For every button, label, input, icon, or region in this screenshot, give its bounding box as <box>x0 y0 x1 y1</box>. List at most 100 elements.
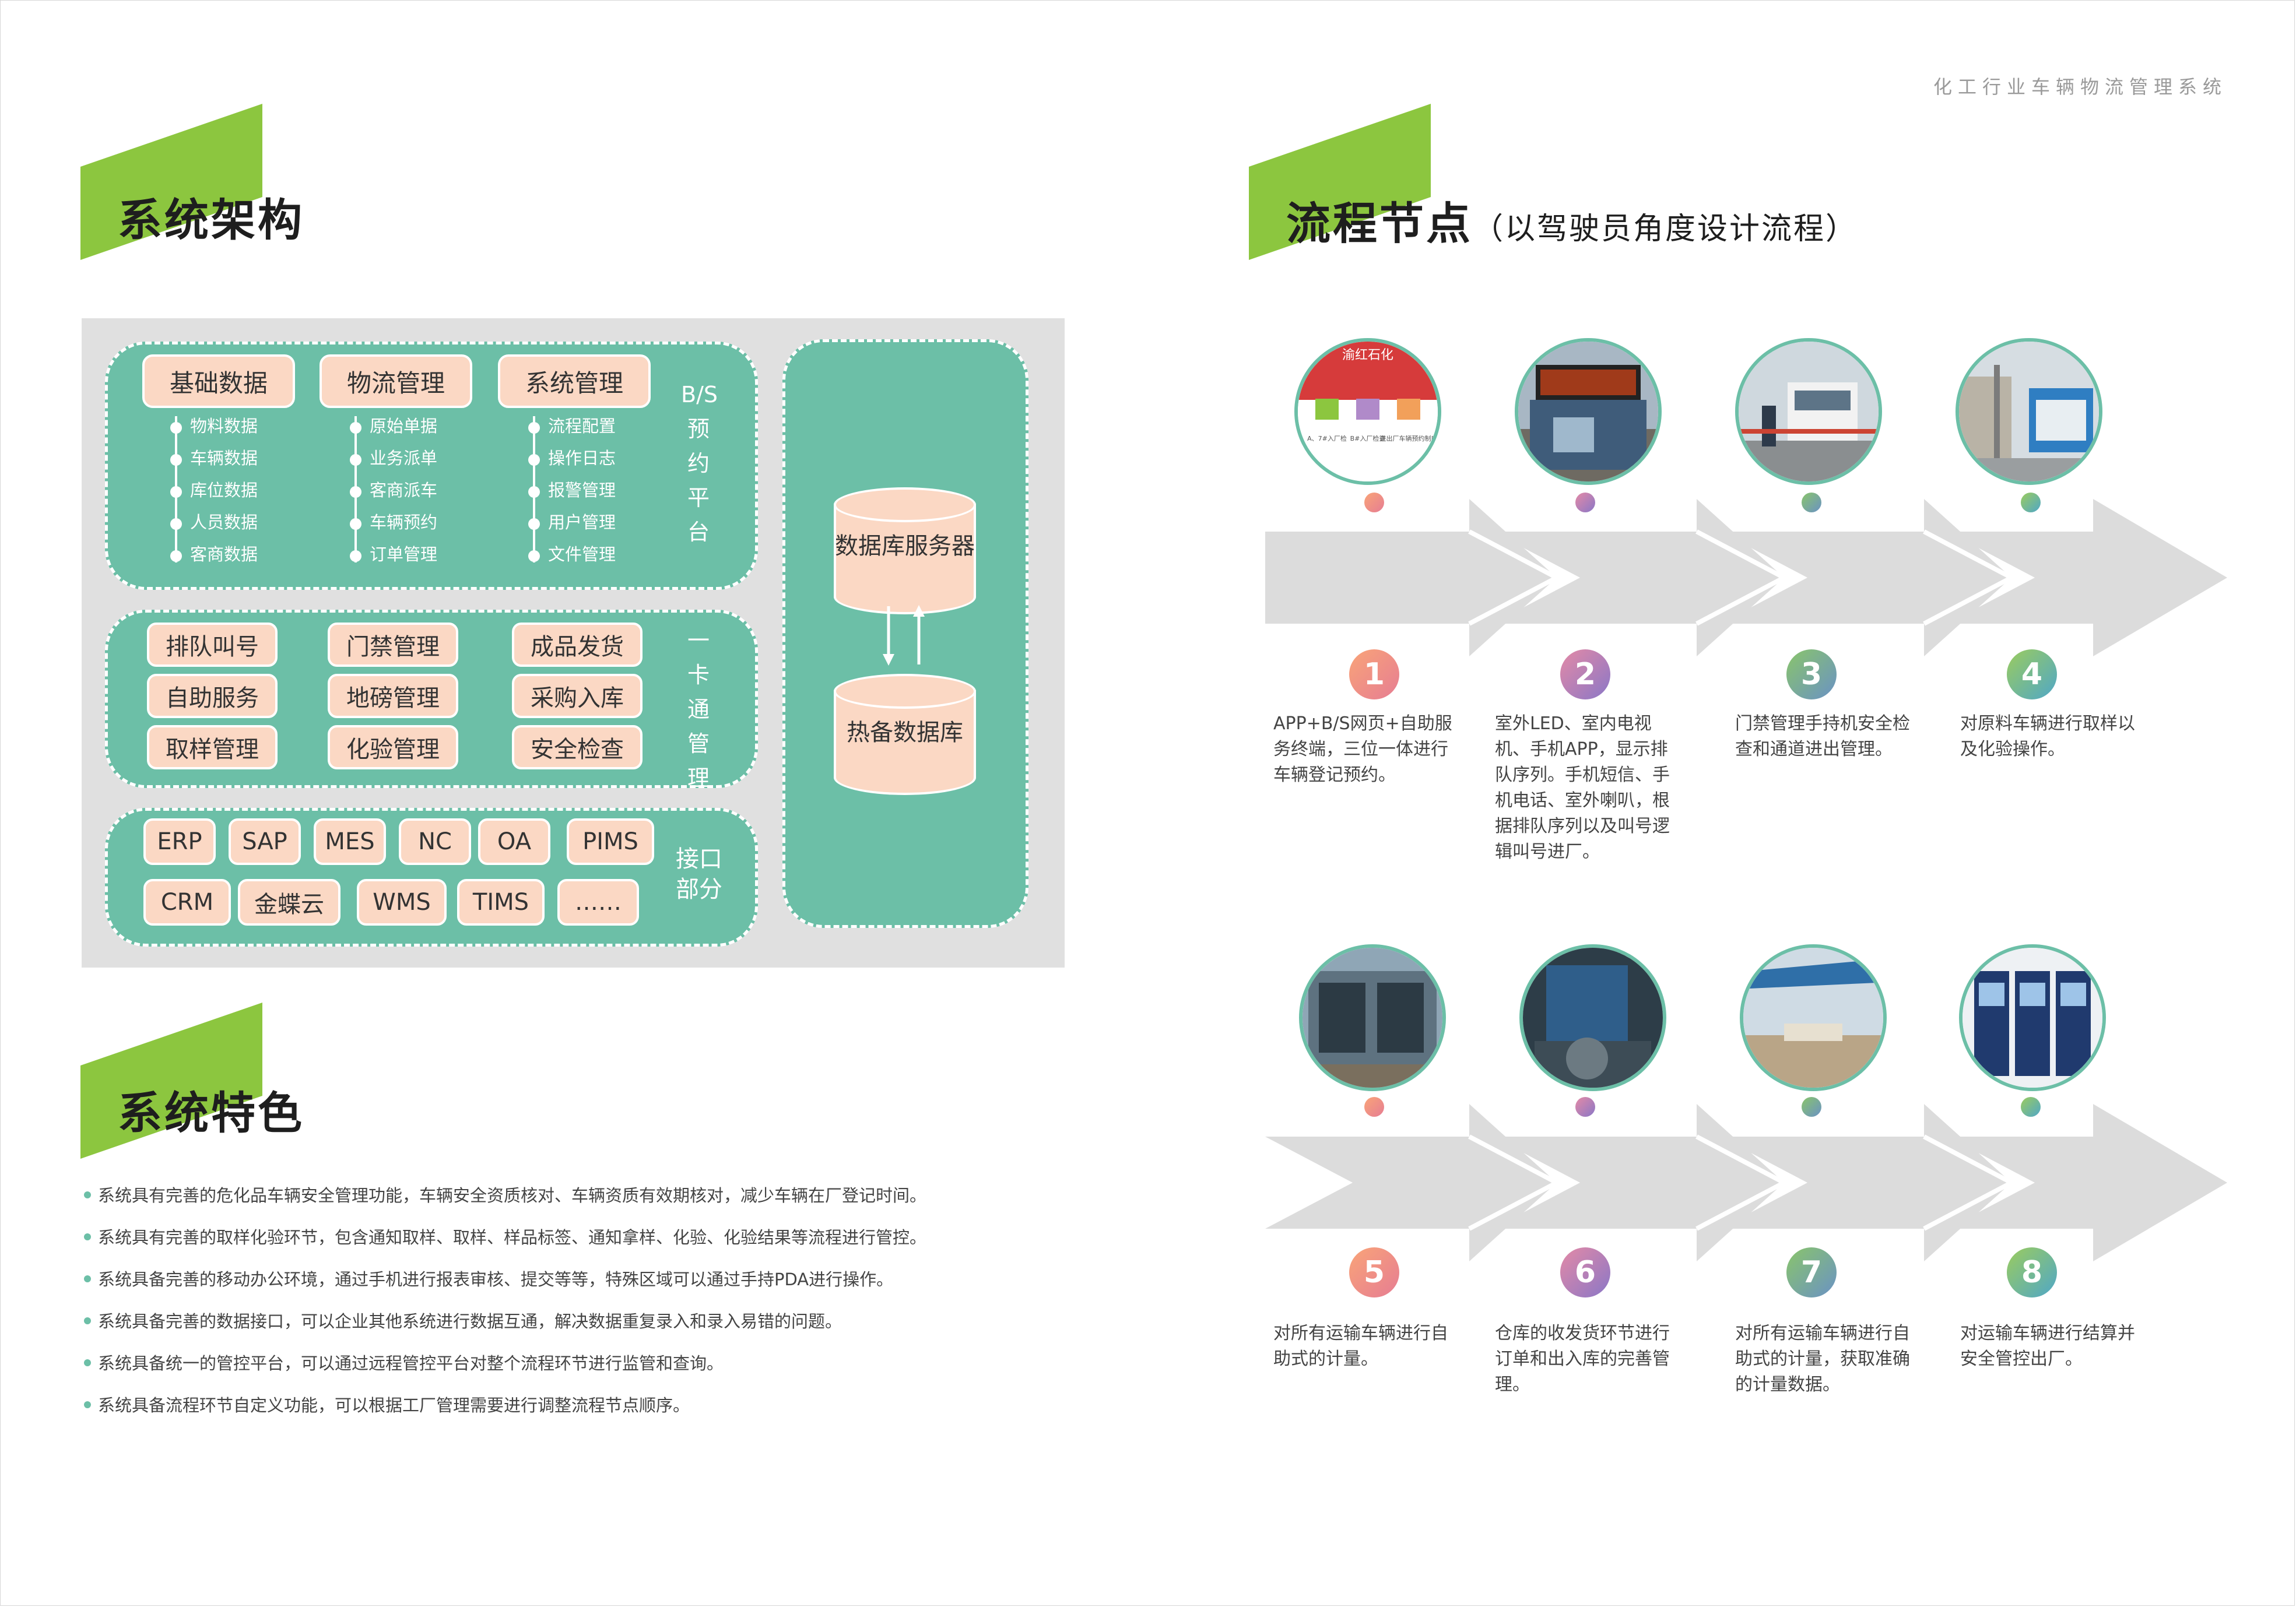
list-item: 物料数据 <box>170 410 258 442</box>
app-brand-text: 渝红石化 <box>1342 348 1393 363</box>
card-item-lab-test: 化验管理 <box>328 725 458 769</box>
step-1-photo: 渝红石化 A、7#入厂检 B#入厂检查 进出厂车辆预约制度 <box>1294 338 1441 485</box>
interface-more: …… <box>557 879 639 926</box>
interface-oa: OA <box>478 818 550 865</box>
brand-tag: 化工行业车辆物流管理系统 <box>1933 76 2227 98</box>
process-arrow-chain-row1 <box>1265 499 2227 656</box>
list-item: 库位数据 <box>170 474 258 507</box>
process-title: 流程节点（以驾驶员角度设计流程） <box>1286 198 1858 249</box>
list-item: 原始单据 <box>350 410 437 442</box>
logistics-list: 原始单据 业务派单 客商派车 车辆预约 订单管理 <box>350 410 437 571</box>
list-item: 车辆预约 <box>350 507 437 539</box>
list-item: 操作日志 <box>528 442 616 474</box>
architecture-title: 系统架构 <box>118 194 304 246</box>
backup-database-cylinder: 热备数据库 <box>834 674 976 795</box>
interface-mes: MES <box>314 818 386 865</box>
vertical-label-char: 通 <box>687 697 710 722</box>
step-8-description: 对运输车辆进行结算并安全管控出厂。 <box>1960 1323 2135 1369</box>
list-item: 流程配置 <box>528 410 616 442</box>
database-server-cylinder: 数据库服务器 <box>834 487 976 614</box>
step-8-dot <box>2021 1097 2041 1117</box>
step-5-badge: 5 <box>1349 1247 1399 1297</box>
card-item-weighbridge: 地磅管理 <box>328 674 458 718</box>
interface-sap: SAP <box>229 818 301 865</box>
basic-data-list: 物料数据 车辆数据 库位数据 人员数据 客商数据 <box>170 410 258 571</box>
card-item-queue-call: 排队叫号 <box>147 623 278 667</box>
step-6-badge: 6 <box>1560 1247 1610 1297</box>
step-4-photo <box>1956 338 2102 485</box>
step-6-dot <box>1575 1097 1595 1117</box>
interfaces-label: 接口部分 <box>667 844 731 905</box>
step-3-photo <box>1735 338 1882 485</box>
step-1-badge: 1 <box>1349 649 1399 699</box>
feature-item: 系统具备统一的管控平台，可以通过远程管控平台对整个流程环节进行监管和查询。 <box>84 1349 724 1378</box>
app-icon-label: B#入厂检查 <box>1350 434 1386 442</box>
vertical-label-char: 台 <box>687 519 710 545</box>
interface-erp: ERP <box>143 818 216 865</box>
card-item-self-service: 自助服务 <box>147 674 278 718</box>
interface-pims: PIMS <box>567 818 654 865</box>
step-7-photo <box>1740 944 1887 1091</box>
card-item-product-shipping: 成品发货 <box>512 623 643 667</box>
database-server-label: 数据库服务器 <box>835 533 975 560</box>
list-item: 文件管理 <box>528 539 616 571</box>
card-item-sampling: 取样管理 <box>147 725 278 769</box>
step-5-dot <box>1364 1097 1384 1117</box>
feature-item: 系统具备流程环节自定义功能，可以根据工厂管理需要进行调整流程节点顺序。 <box>84 1391 690 1420</box>
step-2-dot <box>1575 493 1595 512</box>
step-7-description: 对所有运输车辆进行自助式的计量，获取准确的计量数据。 <box>1735 1323 1910 1395</box>
list-item: 客商派车 <box>350 474 437 507</box>
step-1-description: APP+B/S网页+自助服务终端，三位一体进行车辆登记预约。 <box>1273 713 1452 785</box>
backup-database-label: 热备数据库 <box>847 719 963 746</box>
app-icon-label: A、7#入厂检 <box>1307 434 1347 442</box>
interface-crm: CRM <box>143 879 231 926</box>
list-item: 车辆数据 <box>170 442 258 474</box>
vertical-label-char: 约 <box>687 451 710 476</box>
interface-kingdee: 金蝶云 <box>238 879 340 926</box>
group-header-logistics: 物流管理 <box>320 354 472 408</box>
vertical-label-char: 理 <box>687 765 710 791</box>
card-item-access-control: 门禁管理 <box>328 623 458 667</box>
features-title: 系统特色 <box>118 1087 304 1139</box>
interface-tims: TIMS <box>457 879 545 926</box>
list-item: 报警管理 <box>528 474 616 507</box>
interface-nc: NC <box>399 818 471 865</box>
group-header-basic-data: 基础数据 <box>142 354 295 408</box>
interfaces-label-line: 接口 <box>676 846 722 873</box>
step-7-dot <box>1802 1097 1821 1117</box>
step-3-badge: 3 <box>1786 649 1837 699</box>
list-item: 用户管理 <box>528 507 616 539</box>
feature-item: 系统具备完善的移动办公环境，通过手机进行报表审核、提交等等，特殊区域可以通过手持… <box>84 1265 893 1294</box>
group-header-system-mgmt: 系统管理 <box>498 354 651 408</box>
step-7-badge: 7 <box>1786 1247 1837 1297</box>
process-arrow-chain-row2 <box>1265 1104 2227 1261</box>
sync-arrows-icon <box>883 605 925 666</box>
step-4-dot <box>2021 493 2041 512</box>
card-item-purchase-inbound: 采购入库 <box>512 674 643 718</box>
feature-item: 系统具有完善的取样化验环节，包含通知取样、取样、样品标签、通知拿样、化验、化验结… <box>84 1223 926 1252</box>
list-item: 人员数据 <box>170 507 258 539</box>
step-4-description: 对原料车辆进行取样以及化验操作。 <box>1960 713 2135 759</box>
step-1-dot <box>1364 493 1384 512</box>
app-icon-label: 进出厂车辆预约制度 <box>1380 434 1438 442</box>
card-system-label: 一卡通管理 <box>681 624 716 796</box>
list-item: 业务派单 <box>350 442 437 474</box>
vertical-label-char: 平 <box>687 485 710 511</box>
features-title-banner <box>80 1003 262 1159</box>
feature-item: 系统具有完善的危化品车辆安全管理功能，车辆安全资质核对、车辆资质有效期核对，减少… <box>84 1181 926 1210</box>
system-mgmt-list: 流程配置 操作日志 报警管理 用户管理 文件管理 <box>528 410 616 571</box>
step-5-photo <box>1299 944 1446 1091</box>
vertical-label-char: 预 <box>687 416 710 442</box>
process-subtitle: （以驾驶员角度设计流程） <box>1473 212 1858 247</box>
card-item-safety-check: 安全检查 <box>512 725 643 769</box>
step-4-badge: 4 <box>2007 649 2057 699</box>
step-2-photo <box>1515 338 1662 485</box>
interfaces-label-line: 部分 <box>676 876 722 903</box>
database-zone <box>782 339 1028 928</box>
step-3-dot <box>1802 493 1821 512</box>
list-item: 订单管理 <box>350 539 437 571</box>
step-5-description: 对所有运输车辆进行自助式的计量。 <box>1273 1323 1448 1369</box>
list-item: 客商数据 <box>170 539 258 571</box>
